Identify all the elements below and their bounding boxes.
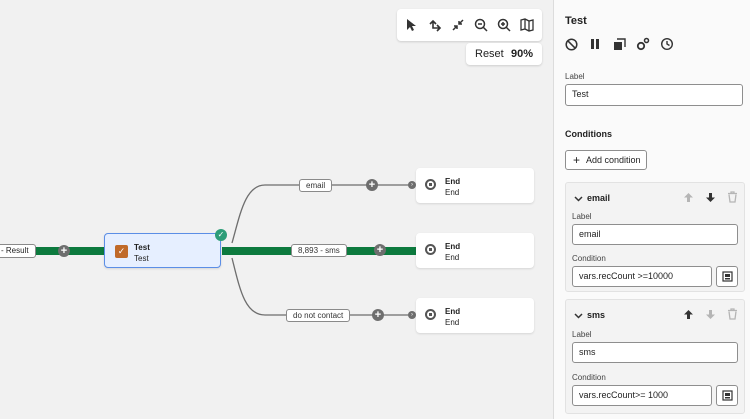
condition-toggle[interactable]: email [574,193,610,203]
conditions-title: Conditions [565,129,612,139]
label-caption: Label [572,212,592,221]
chevron-down-icon [574,195,583,202]
settings-icon[interactable] [636,37,650,51]
expression-editor-button[interactable] [716,385,738,406]
plus-icon: + [573,153,581,167]
end-stop-icon [425,309,436,320]
condition-actions [682,191,738,203]
add-activity-button[interactable]: + [374,244,386,256]
add-activity-button[interactable]: + [372,309,384,321]
disable-icon[interactable] [564,37,578,51]
panel-title: Test [565,15,587,27]
zoom-control: Reset 90% [466,43,542,65]
add-condition-button[interactable]: + Add condition [565,150,647,170]
label-input[interactable]: Test [565,84,743,106]
node-title: End [445,242,461,251]
test-activity-node[interactable]: ✓ Test Test [104,233,221,268]
copy-icon[interactable] [612,37,626,51]
condition-card-sms: sms Label sms Condition vars.recCount>= … [565,299,745,414]
add-activity-button[interactable]: + [58,245,70,257]
delete-icon[interactable] [726,191,738,203]
move-down-icon[interactable] [704,191,716,203]
condition-actions [682,308,738,320]
add-condition-label: Add condition [586,155,641,165]
chevron-down-icon [574,312,583,319]
expression-editor-button[interactable] [716,266,738,287]
condition-caption: Condition [572,373,606,382]
properties-panel: Test Label Test Conditions + Add conditi… [553,0,750,419]
condition-label-input[interactable]: sms [572,342,738,363]
rotate-flow-icon[interactable] [425,15,445,35]
end-stop-icon [425,179,436,190]
move-up-icon[interactable] [682,191,694,203]
end-stop-icon [425,244,436,255]
edge-label-do-not-contact[interactable]: do not contact [286,309,351,322]
zoom-in-icon[interactable] [494,15,514,35]
expression-editor-icon [721,271,733,282]
condition-name: sms [587,310,606,320]
zoom-out-icon[interactable] [471,15,491,35]
end-activity-node[interactable]: End End [416,233,534,268]
edge-label-sms[interactable]: 8,893 - sms [291,244,347,257]
node-subtitle: Test [134,254,149,263]
workflow-canvas[interactable]: Reset 90% - Result + ✓ Test Test ✓ email… [0,0,553,419]
history-icon[interactable] [660,37,674,51]
end-activity-node[interactable]: End End [416,168,534,203]
node-title: End [445,307,461,316]
success-check-icon: ✓ [215,229,227,241]
move-up-icon[interactable] [682,308,694,320]
test-activity-icon: ✓ [115,245,128,258]
edge-label-email[interactable]: email [299,179,333,192]
pause-icon[interactable] [588,37,602,51]
node-title: Test [134,243,150,252]
canvas-toolbar [397,9,542,41]
node-subtitle: End [445,188,460,197]
add-activity-button[interactable]: + [366,179,378,191]
delete-icon[interactable] [726,308,738,320]
arrow-right-icon: › [408,311,416,319]
panel-actions [564,37,674,51]
minimap-icon[interactable] [517,15,537,35]
result-edge-label[interactable]: - Result [0,244,36,258]
reset-zoom-button[interactable]: Reset [475,48,504,60]
move-down-icon[interactable] [704,308,716,320]
condition-name: email [587,193,611,203]
node-subtitle: End [445,253,460,262]
branch-do-not-contact [231,257,410,316]
condition-expression-input[interactable]: vars.recCount >=10000 [572,266,712,287]
condition-label-input[interactable]: email [572,224,738,245]
end-activity-node[interactable]: End End [416,298,534,333]
collapse-icon[interactable] [448,15,468,35]
node-subtitle: End [445,318,460,327]
node-title: End [445,177,461,186]
arrow-right-icon: › [408,181,416,189]
active-path-left [0,247,104,255]
zoom-level: 90% [510,48,533,60]
label-caption: Label [572,330,592,339]
condition-toggle[interactable]: sms [574,310,605,320]
condition-card-email: email Label email Condition vars.recCoun… [565,182,745,292]
condition-expression-input[interactable]: vars.recCount>= 1000 [572,385,712,406]
expression-editor-icon [721,390,733,401]
select-pointer-icon[interactable] [402,15,422,35]
condition-caption: Condition [572,254,606,263]
label-caption: Label [565,72,585,81]
branch-email [231,184,410,244]
